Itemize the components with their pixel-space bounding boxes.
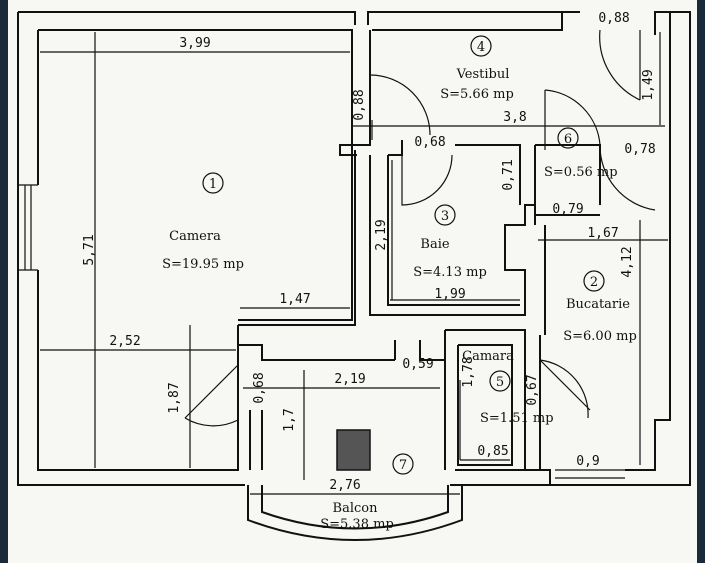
room-3-circle xyxy=(434,204,456,226)
room-5-area: S=1.51 mp xyxy=(480,411,554,426)
dim-2-19-bottom: 2,19 xyxy=(334,372,365,387)
dim-0-68-left: 0,68 xyxy=(252,372,267,403)
dim-5-71: 5,71 xyxy=(82,234,97,265)
room-5-circle xyxy=(489,370,511,392)
dim-0-67: 0,67 xyxy=(525,374,540,405)
dim-1-49: 1,49 xyxy=(641,69,656,100)
room-5-name: Camara xyxy=(462,349,514,364)
room-7-number: 7 xyxy=(399,458,407,473)
room-6-number: 6 xyxy=(564,132,572,147)
room-2-number: 2 xyxy=(590,275,598,290)
room-1-number: 1 xyxy=(209,177,217,192)
dim-2-76: 2,76 xyxy=(329,478,360,493)
dim-3-8: 3,8 xyxy=(503,110,526,125)
room-1-name: Camera xyxy=(169,229,221,244)
dim-3-99: 3,99 xyxy=(179,36,210,51)
dim-1-47: 1,47 xyxy=(279,292,310,307)
dim-0-68-baie: 0,68 xyxy=(414,135,445,150)
dim-1-78: 1,78 xyxy=(461,356,476,387)
dim-0-9: 0,9 xyxy=(576,454,599,469)
room-1-area: S=19.95 mp xyxy=(162,257,244,272)
dim-1-99: 1,99 xyxy=(434,287,465,302)
room-labels: Camera S=19.95 mp Bucatarie S=6.00 mp Ba… xyxy=(162,67,637,532)
room-6-area: S=0.56 mp xyxy=(544,165,618,180)
dim-4-12: 4,12 xyxy=(620,246,635,277)
dim-0-88-vertical: 0,88 xyxy=(352,89,367,120)
dim-0-59: 0,59 xyxy=(402,357,433,372)
room-2-area: S=6.00 mp xyxy=(563,329,637,344)
dimension-labels: 3,99 5,71 1,47 2,52 1,87 0,68 2,19 1,7 2… xyxy=(82,11,656,493)
dim-2-52: 2,52 xyxy=(109,334,140,349)
room-7-circle xyxy=(392,453,414,475)
room-7-area: S=5.38 mp xyxy=(320,517,394,532)
interior-walls xyxy=(237,140,625,541)
fixture-block xyxy=(336,429,371,471)
room-4-name: Vestibul xyxy=(456,67,510,82)
dim-0-71: 0,71 xyxy=(501,159,516,190)
room-2-circle xyxy=(583,270,605,292)
dim-0-79: 0,79 xyxy=(552,202,583,217)
room-4-circle xyxy=(470,35,492,57)
room-3-name: Baie xyxy=(420,237,449,252)
room-5-number: 5 xyxy=(496,375,504,390)
room-4-number: 4 xyxy=(477,40,485,55)
dim-1-7: 1,7 xyxy=(282,408,297,431)
room-4-area: S=5.66 mp xyxy=(440,87,514,102)
dim-0-88-top: 0,88 xyxy=(598,11,629,26)
dimension-lines xyxy=(40,32,668,495)
room-numbers: 1 2 3 4 5 6 7 xyxy=(209,40,598,473)
dim-1-67: 1,67 xyxy=(587,226,618,241)
room-6-circle xyxy=(557,127,579,149)
dim-2-19-baie: 2,19 xyxy=(374,219,389,250)
dim-1-87: 1,87 xyxy=(167,382,182,413)
room-3-area: S=4.13 mp xyxy=(413,265,487,280)
room-number-circles xyxy=(202,35,605,475)
left-window xyxy=(18,184,38,271)
dim-0-85: 0,85 xyxy=(477,444,508,459)
room-3-number: 3 xyxy=(441,209,449,224)
dim-0-78: 0,78 xyxy=(624,142,655,157)
room-2-name: Bucatarie xyxy=(566,297,630,312)
room-1-circle xyxy=(202,172,224,194)
outer-walls xyxy=(17,11,691,486)
room-7-name: Balcon xyxy=(333,501,379,516)
